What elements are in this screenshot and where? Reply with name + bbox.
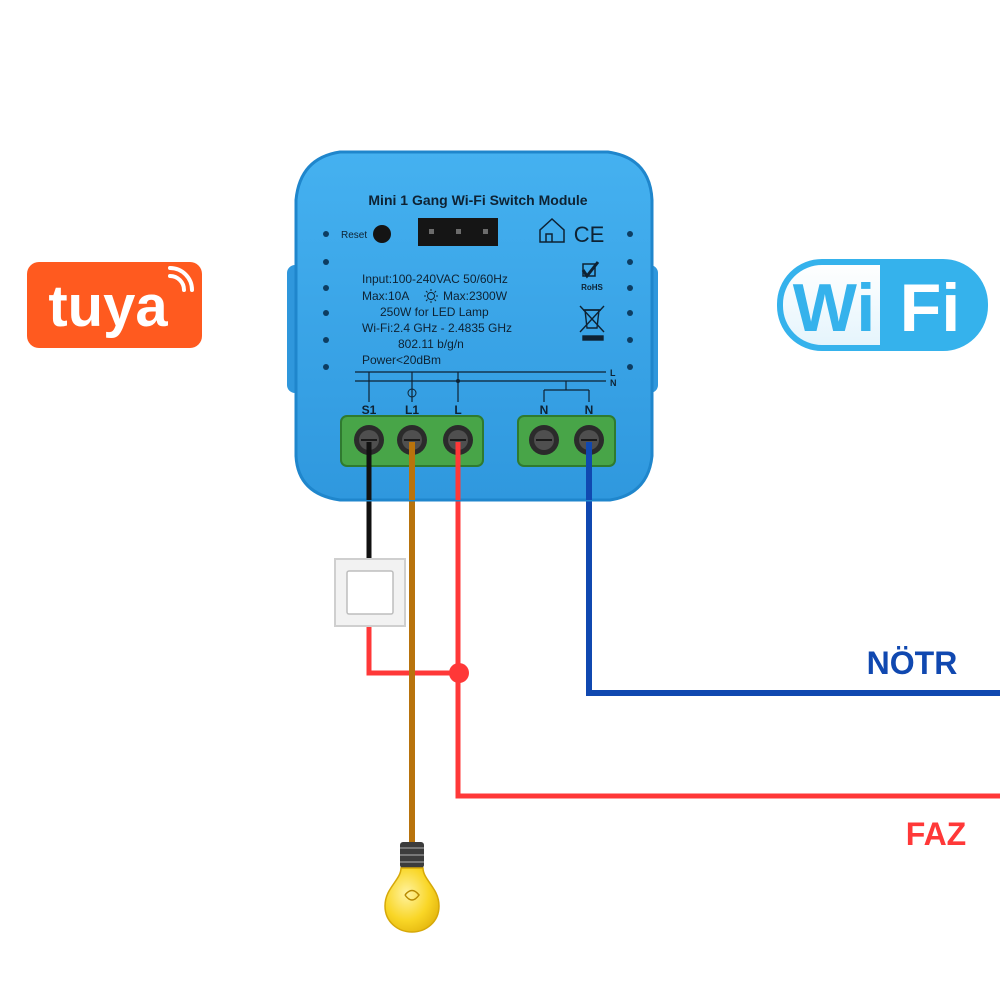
tuya-logo-text: tuya <box>48 274 168 339</box>
sun-icon <box>424 289 438 303</box>
terminal-label-n1: N <box>540 403 549 417</box>
spec-wifi: Wi-Fi:2.4 GHz - 2.4835 GHz <box>362 321 512 335</box>
phase-wire <box>455 440 1000 799</box>
switch-return-wire <box>366 626 460 676</box>
spec-protocol: 802.11 b/g/n <box>398 337 464 351</box>
bulb-filament <box>404 889 420 901</box>
rohs-icon: RoHS <box>581 283 603 292</box>
tuya-logo-background <box>27 262 202 348</box>
terminal-label-n2: N <box>585 403 594 417</box>
terminal-screw-l <box>443 425 473 455</box>
spec-led-lamp: 250W for LED Lamp <box>380 305 489 319</box>
wall-switch-rocker <box>346 570 394 615</box>
terminal-screw-l1 <box>397 425 427 455</box>
phase-junction <box>449 663 469 683</box>
wires <box>366 440 1000 842</box>
wall-switch-icon <box>334 558 406 627</box>
terminal-label-l1: L1 <box>405 403 419 417</box>
wifi-logo: Wi Fi <box>777 259 988 351</box>
terminal-screw-s1 <box>354 425 384 455</box>
house-icon <box>539 217 565 243</box>
lamp-symbol-icon <box>407 388 417 398</box>
spec-max-power: Max:2300W <box>443 289 508 303</box>
wifi-logo-left-text: Wi <box>793 270 875 346</box>
weee-bin-icon <box>579 305 605 341</box>
tuya-logo: tuya <box>27 262 202 348</box>
ce-mark-icon: CE <box>574 222 605 247</box>
neutral-wire <box>586 440 1000 696</box>
lightbulb-icon <box>384 842 440 933</box>
spec-max-current: Max:10A <box>362 289 409 303</box>
reset-button[interactable] <box>373 225 391 243</box>
reset-label: Reset <box>341 230 367 241</box>
bus-label-line: L <box>610 368 616 378</box>
module-title: Mini 1 Gang Wi-Fi Switch Module <box>368 192 587 208</box>
phase-wire-label: FAZ <box>906 816 966 852</box>
module-vent-dots <box>323 231 633 370</box>
terminal-screw-n2 <box>574 425 604 455</box>
terminal-screw-n1 <box>529 425 559 455</box>
switch-module: Mini 1 Gang Wi-Fi Switch Module Reset CE… <box>287 150 658 502</box>
terminal-screws <box>354 425 604 455</box>
bus-label-neutral: N <box>610 378 617 388</box>
terminal-label-l: L <box>454 403 461 417</box>
spec-power: Power<20dBm <box>362 353 441 367</box>
tuya-signal-icon <box>168 274 186 292</box>
neutral-wire-label: NÖTR <box>867 645 958 681</box>
spec-input: Input:100-240VAC 50/60Hz <box>362 272 508 286</box>
wifi-logo-right-text: Fi <box>900 270 960 346</box>
internal-bus <box>355 371 606 402</box>
terminal-label-s1: S1 <box>362 403 377 417</box>
